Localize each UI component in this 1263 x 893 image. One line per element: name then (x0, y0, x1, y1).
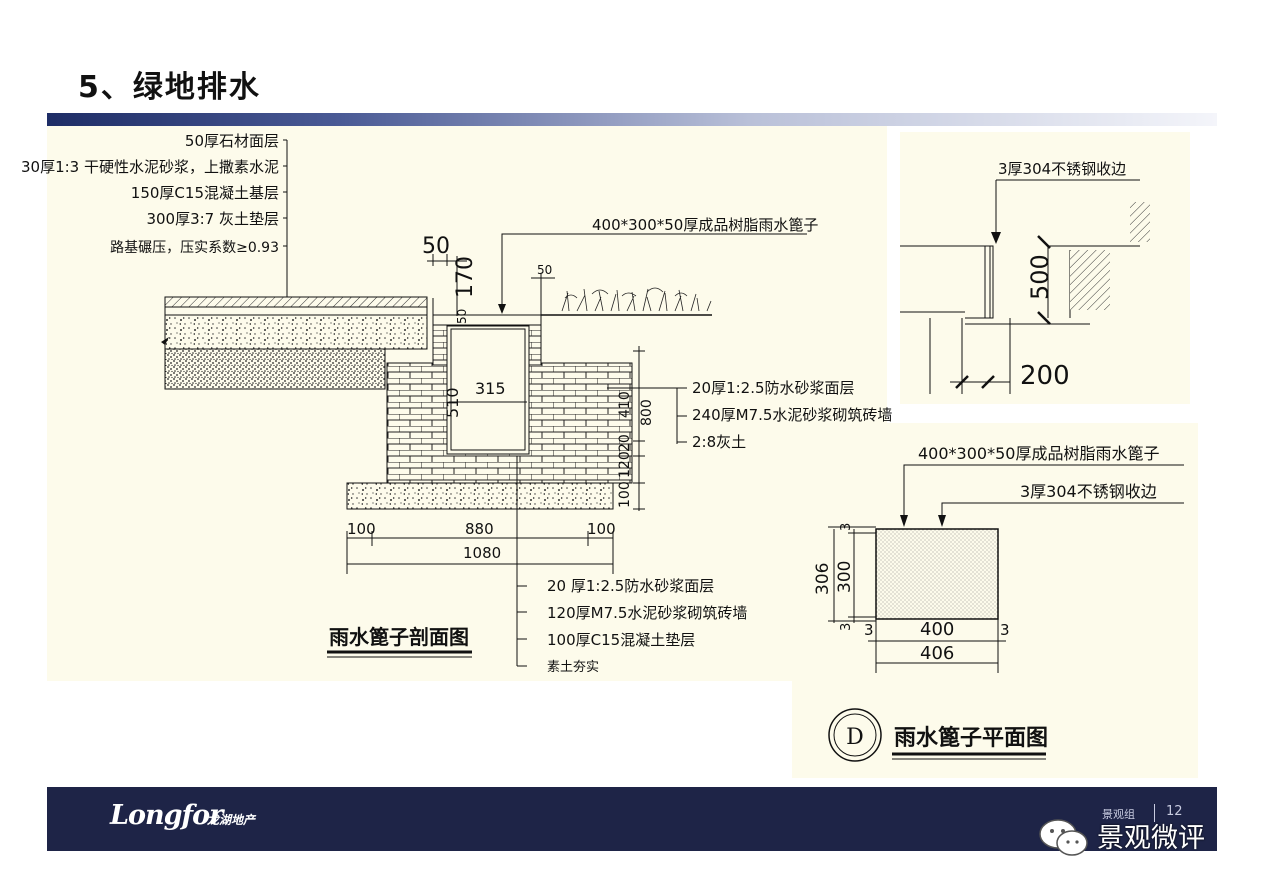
dim-text: 3 (864, 621, 874, 639)
dim-text: 100 (617, 481, 633, 508)
dim-text: 120 (617, 451, 633, 478)
layer-label-bottom: 100厚C15混凝土垫层 (547, 631, 695, 649)
dim-text: 50 (537, 263, 552, 277)
dim-text: 400 (920, 619, 954, 640)
section-caption: 雨水篦子剖面图 (329, 625, 469, 649)
layer-label-right: 20厚1:2.5防水砂浆面层 (692, 379, 855, 397)
page-number: 12 (1166, 804, 1183, 819)
plan-label-grate: 400*300*50厚成品树脂雨水篦子 (918, 444, 1159, 463)
dim-text: 3 (839, 623, 854, 631)
plan-drawing: 400*300*50厚成品树脂雨水篦子 3厚304不锈钢收边 306 300 3… (792, 423, 1198, 778)
dim-text: 100 (347, 520, 376, 538)
layer-label-bottom: 素土夯实 (547, 660, 599, 675)
layer-label-left: 30厚1:3 干硬性水泥砂浆，上撒素水泥 (21, 158, 279, 176)
wechat-account-name: 景观微评 (1097, 823, 1205, 854)
plan-label-edge: 3厚304不锈钢收边 (1020, 482, 1157, 501)
footer-bar (47, 787, 1217, 851)
layer-label-bottom: 20 厚1:2.5防水砂浆面层 (547, 577, 714, 595)
dim-text: 306 (813, 563, 833, 595)
layer-label-left: 50厚石材面层 (185, 132, 279, 150)
title-bar (47, 113, 1217, 126)
dim-text: 50 (422, 234, 450, 259)
company-logo: Longfor (110, 800, 223, 831)
wechat-icon (1039, 819, 1088, 856)
group-label: 景观组 (1102, 808, 1135, 821)
dim-text: 880 (465, 520, 494, 538)
grate-label: 400*300*50厚成品树脂雨水篦子 (592, 216, 818, 234)
plan-caption: 雨水篦子平面图 (894, 725, 1048, 751)
dim-text: 100 (587, 520, 616, 538)
layer-label-right: 240厚M7.5水泥砂浆砌筑砖墙 (692, 406, 892, 424)
detail-label: 3厚304不锈钢收边 (998, 160, 1126, 178)
slide-title: 5、绿地排水 (78, 70, 261, 105)
dim-text: 410 (617, 391, 633, 418)
layer-label-left: 300厚3:7 灰土垫层 (146, 210, 279, 228)
layer-label-bottom: 120厚M7.5水泥砂浆砌筑砖墙 (547, 604, 747, 622)
dim-text: 200 (1020, 361, 1070, 391)
dim-text: 500 (1026, 254, 1054, 300)
layer-label-right: 2:8灰土 (692, 433, 746, 451)
page-separator (1154, 804, 1155, 822)
dim-text: 300 (835, 561, 855, 593)
dim-text: 1080 (463, 544, 501, 562)
dim-text: 3 (839, 523, 854, 531)
dim-text: 50 (455, 309, 469, 324)
dim-text: 3 (1000, 621, 1010, 639)
dim-text: 406 (920, 643, 954, 664)
detail-drawing: 3厚304不锈钢收边 500 200 (900, 132, 1190, 404)
plan-marker: D (846, 725, 864, 750)
dim-text: 800 (639, 399, 655, 426)
section-drawing: 50厚石材面层 30厚1:3 干硬性水泥砂浆，上撒素水泥 150厚C15混凝土基… (21, 126, 892, 681)
dim-text: 20 (617, 434, 633, 452)
dim-text: 510 (443, 387, 462, 418)
dim-text: 315 (475, 379, 506, 398)
layer-label-left: 150厚C15混凝土基层 (131, 184, 279, 202)
company-logo-cn: 龙湖地产 (207, 813, 256, 827)
layer-label-left: 路基碾压，压实系数≥0.93 (110, 239, 279, 256)
